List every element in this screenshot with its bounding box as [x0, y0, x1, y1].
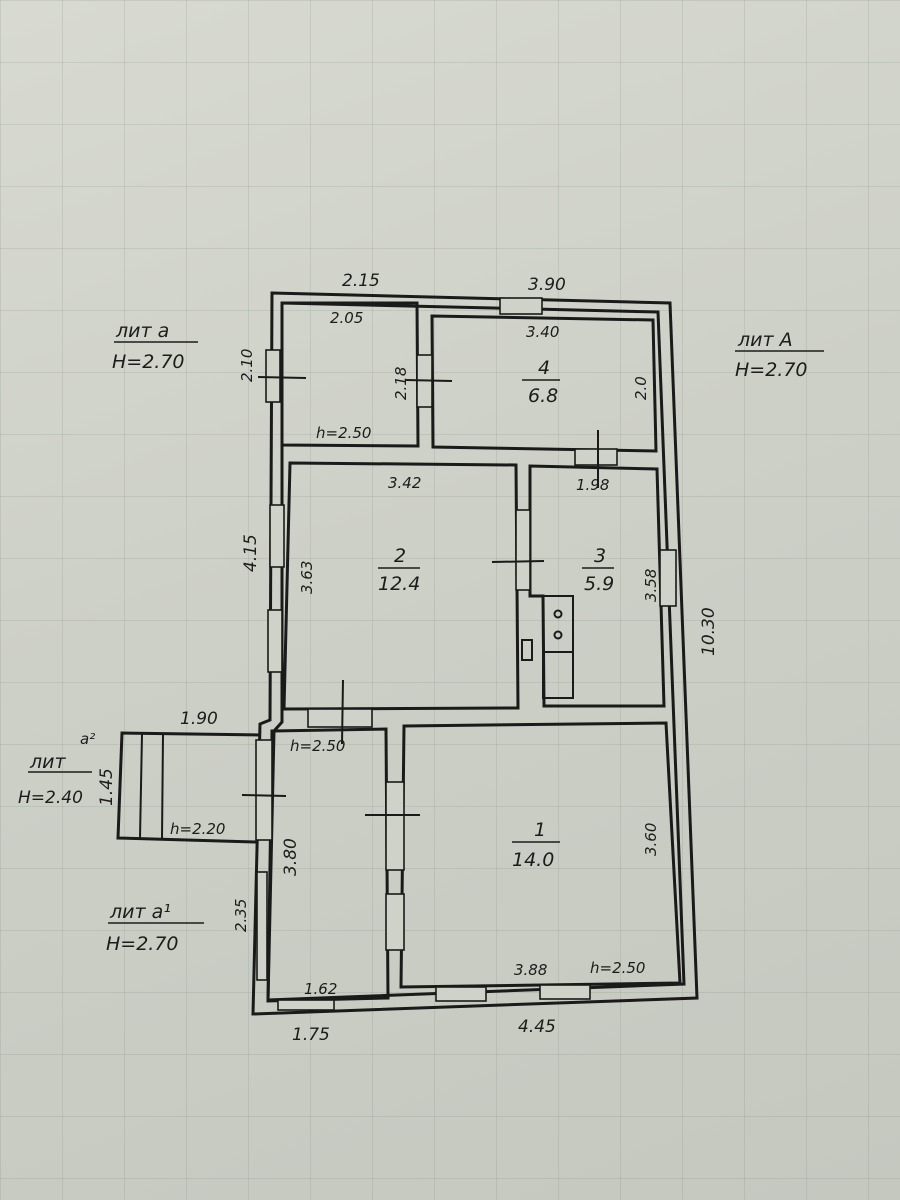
- lit-a1-height: H=2.70: [106, 933, 179, 955]
- dim-room2-side: 3.63: [298, 561, 316, 594]
- room-3-number: 3: [594, 545, 606, 567]
- door-hall-to-1: [385, 781, 405, 871]
- dim-top-left: 2.15: [342, 271, 380, 291]
- room-small-walls: [280, 301, 420, 448]
- dim-bottom-left: 1.75: [292, 1025, 330, 1045]
- door-hall-to-annex: [255, 739, 273, 841]
- room-2-number: 2: [394, 545, 406, 567]
- tick-2: [405, 379, 453, 382]
- room-1-number: 1: [534, 819, 546, 841]
- lit-a-top-right-height: H=2.70: [735, 359, 808, 381]
- dim-hall-side: 3.80: [281, 838, 301, 876]
- dim-room1-bottom: 3.88: [514, 961, 547, 979]
- dim-annex-side: 1.45: [97, 768, 117, 806]
- tick-1: [257, 376, 307, 379]
- dim-room2-top: 3.42: [388, 474, 421, 492]
- window-room1-bottom-1: [435, 986, 487, 1002]
- dim-small-room-height: h=2.50: [316, 424, 371, 442]
- dim-room-small-top: 2.05: [330, 309, 363, 327]
- hall-walls: [266, 727, 390, 1003]
- dim-top-right: 3.90: [528, 275, 566, 295]
- dim-bottom-right: 4.45: [518, 1017, 556, 1037]
- window-room1-bottom-2: [539, 984, 591, 1000]
- dim-room1-side: 3.60: [642, 823, 660, 856]
- dim-room4-side: 2.0: [632, 376, 650, 400]
- dim-small-room-side: 2.18: [392, 367, 410, 400]
- tick-5: [341, 679, 344, 745]
- room-2-walls: [282, 461, 520, 711]
- door-2-to-hall: [307, 708, 373, 728]
- outer-wall-outline: [251, 291, 699, 1016]
- room-3-area: 5.9: [584, 573, 614, 595]
- dim-left-wall-lower: 2.35: [232, 899, 250, 932]
- dim-room3-top: 1.98: [576, 476, 609, 494]
- dim-room4-top: 3.40: [526, 323, 559, 341]
- room-2-label: 2 12.4: [378, 545, 420, 595]
- dim-room1-height: h=2.50: [590, 959, 645, 977]
- window-room4-top: [499, 297, 543, 315]
- room-4-number: 4: [538, 357, 550, 379]
- annex-step-1: [139, 733, 143, 839]
- stove-top: [542, 595, 574, 653]
- dim-hall-height: h=2.50: [290, 737, 345, 755]
- lit-a-top-left-height: H=2.70: [112, 351, 185, 373]
- dim-room3-side: 3.58: [642, 569, 660, 602]
- lit-a-top-left-name: лит а: [115, 320, 169, 342]
- door-hall-to-1-lower: [385, 893, 405, 951]
- dim-annex-top: 1.90: [180, 709, 218, 729]
- room-3-label: 3 5.9: [582, 545, 614, 595]
- lit-a2-name: лит: [29, 751, 66, 773]
- window-room2-left-lower: [267, 609, 283, 673]
- lit-a2-superscript: a²: [80, 730, 95, 748]
- tick-4: [491, 560, 545, 563]
- lit-a1-name: лит а¹: [109, 901, 171, 923]
- room-4-label: 4 6.8: [522, 357, 560, 407]
- dim-left-wall-mid: 4.15: [241, 534, 261, 572]
- dim-total-right: 10.30: [699, 607, 719, 656]
- tick-6: [241, 794, 287, 797]
- dim-hall-bottom: 1.62: [304, 980, 337, 998]
- window-room2-left: [269, 504, 285, 568]
- lit-a2-height: H=2.40: [18, 788, 83, 808]
- stove-burner-2: [553, 630, 563, 640]
- dim-annex-height: h=2.20: [170, 820, 225, 838]
- room-2-area: 12.4: [378, 573, 420, 595]
- annex-walls: [116, 731, 261, 844]
- door-4-to-3: [574, 448, 618, 466]
- dim-left-wall-upper: 2.10: [238, 349, 256, 382]
- inner-wall-outline: [266, 301, 686, 1002]
- room-1-area: 14.0: [512, 849, 554, 871]
- lit-a-top-right-name: лит А: [737, 329, 793, 351]
- room-3-walls: [528, 464, 666, 708]
- room-1-label: 1 14.0: [512, 819, 560, 871]
- stove-vent: [521, 639, 533, 661]
- window-room3-right: [659, 549, 677, 607]
- window-hall-bottom: [277, 999, 335, 1011]
- stove-burner-1: [553, 609, 563, 619]
- door-2-to-3: [515, 509, 531, 591]
- annex-step-2: [161, 733, 164, 840]
- window-hall-left: [256, 871, 268, 981]
- window-small-room-left: [265, 349, 281, 403]
- room-4-area: 6.8: [528, 385, 558, 407]
